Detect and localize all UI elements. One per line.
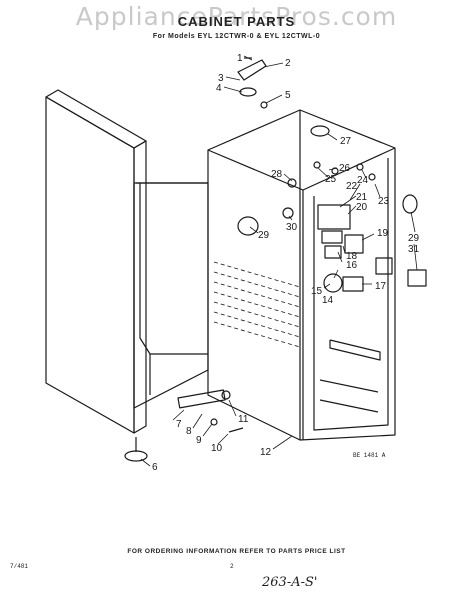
- models-line: For Models EYL 12CTWR-0 & EYL 12CTWL-0: [152, 33, 321, 40]
- callout-labels: 1 2 3 4 5 6 7 8 9 10 11 12 14 15 16 17 1…: [152, 53, 420, 473]
- callout-3: 3: [218, 73, 224, 84]
- callout-7: 7: [176, 419, 182, 430]
- page-number: 2: [230, 563, 234, 570]
- callout-19: 19: [377, 228, 389, 239]
- page-title: CABINET PARTS: [177, 14, 296, 29]
- callout-4: 4: [216, 83, 222, 94]
- callout-2: 2: [285, 58, 291, 69]
- callout-26: 26: [339, 163, 351, 174]
- top-hinge-assembly: [237, 57, 268, 109]
- callout-25: 25: [325, 174, 337, 185]
- callout-12: 12: [260, 447, 272, 458]
- watermark: AppliancePartsPros.com: [75, 2, 398, 31]
- control-components: [237, 125, 427, 293]
- callout-15: 15: [311, 286, 323, 297]
- bottom-hinge-assembly: [124, 389, 244, 462]
- callout-27: 27: [340, 136, 352, 147]
- callout-21: 21: [356, 192, 368, 203]
- callout-17: 17: [375, 281, 387, 292]
- callout-1: 1: [237, 53, 243, 64]
- callout-29-left: 29: [258, 230, 270, 241]
- callout-23: 23: [378, 196, 390, 207]
- callout-29-right: 29: [408, 233, 420, 244]
- callout-31: 31: [408, 244, 420, 255]
- callout-28: 28: [271, 169, 283, 180]
- callout-6: 6: [152, 462, 158, 473]
- callout-24: 24: [357, 175, 369, 186]
- leader-lines: [140, 55, 418, 467]
- handwritten-note: 263-A-S': [262, 575, 318, 590]
- door-panel: [45, 89, 208, 434]
- date-mark: 7/481: [10, 563, 29, 570]
- footer-note: FOR ORDERING INFORMATION REFER TO PARTS …: [127, 548, 346, 555]
- callout-8: 8: [186, 426, 192, 437]
- callout-9: 9: [196, 435, 202, 446]
- callout-30: 30: [286, 222, 298, 233]
- callout-18: 18: [346, 251, 358, 262]
- callout-22: 22: [346, 181, 358, 192]
- callout-20: 20: [356, 202, 368, 213]
- cabinet-shell: [133, 109, 396, 441]
- callout-5: 5: [285, 90, 291, 101]
- callout-10: 10: [211, 443, 223, 454]
- callout-11: 11: [238, 414, 249, 425]
- callout-16: 16: [346, 260, 358, 271]
- callout-14: 14: [322, 295, 334, 306]
- diagram-code: BE 1481 A: [353, 452, 386, 459]
